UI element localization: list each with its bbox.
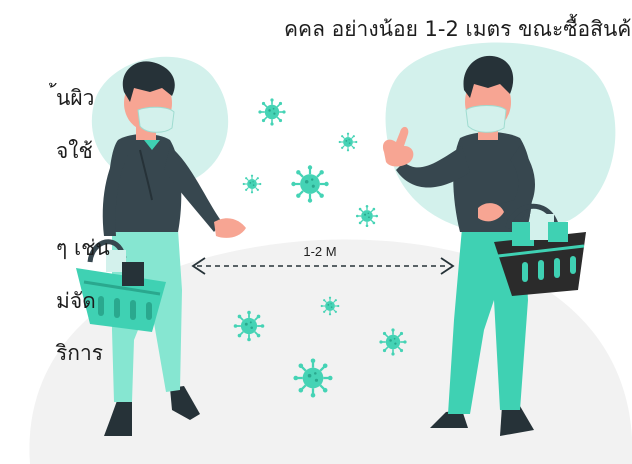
virus-icon bbox=[232, 309, 266, 343]
virus-icon bbox=[242, 174, 262, 194]
caption-line-2: ้นผิว bbox=[56, 86, 95, 110]
virus-icon bbox=[338, 132, 358, 152]
virus-icon bbox=[257, 97, 287, 127]
virus-icon bbox=[290, 164, 330, 204]
caption-line-4: ๆ เช่น bbox=[56, 236, 110, 260]
caption-line-5: ม่จัด bbox=[56, 289, 96, 313]
face-mask-icon bbox=[137, 106, 175, 133]
distance-arrow: 1-2 M bbox=[191, 244, 455, 275]
distance-label: 1-2 M bbox=[303, 244, 336, 259]
caption-line-3: จใช้ bbox=[56, 139, 93, 163]
virus-icon bbox=[355, 204, 379, 228]
face-mask-icon bbox=[465, 105, 507, 133]
caption-line-6: ริการ bbox=[56, 341, 104, 365]
caption-line-1: คคล อย่างน้อย 1-2 เมตร ขณะซื้อสินค้า bbox=[284, 17, 632, 41]
thumbs-up-icon bbox=[382, 126, 414, 167]
shopping-basket-icon bbox=[494, 203, 586, 296]
shopping-basket-icon bbox=[76, 239, 166, 332]
virus-icon bbox=[378, 327, 408, 357]
virus-icon bbox=[292, 357, 334, 399]
virus-icon bbox=[320, 296, 340, 316]
left-person bbox=[76, 61, 246, 436]
right-person bbox=[382, 55, 586, 436]
